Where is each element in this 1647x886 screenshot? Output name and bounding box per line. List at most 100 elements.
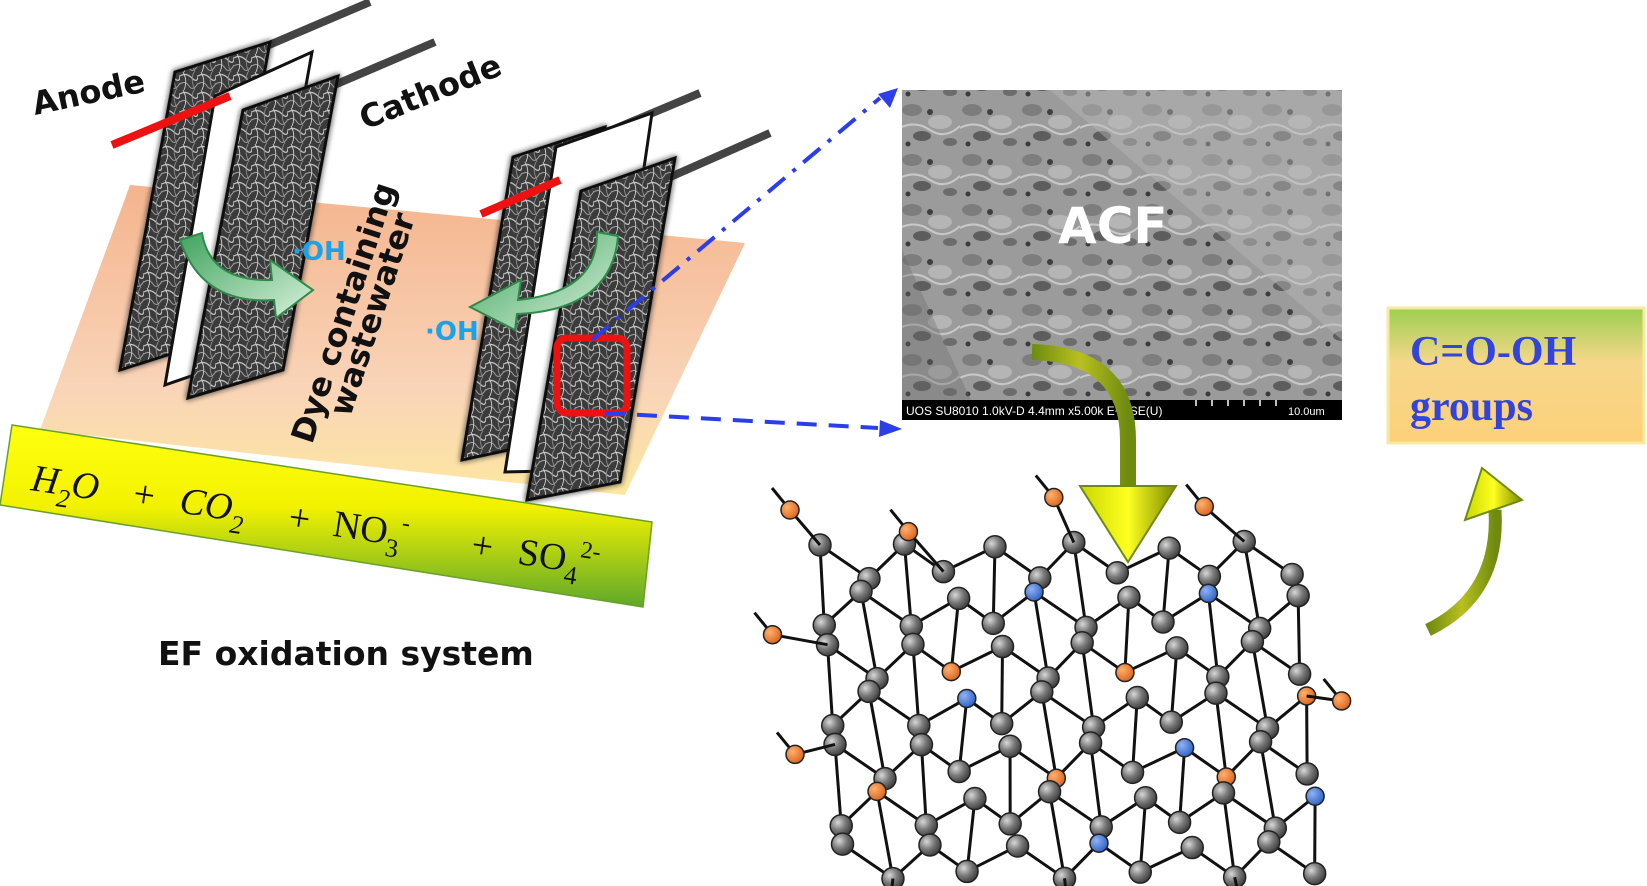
sem-acf-label: ACF xyxy=(1058,197,1168,255)
bond xyxy=(965,798,977,872)
carbon-atom xyxy=(881,866,905,886)
bond xyxy=(949,598,961,672)
bond xyxy=(1296,595,1302,675)
products-band-background xyxy=(0,424,653,608)
oxygen-atom xyxy=(1044,487,1064,508)
bond xyxy=(911,644,921,726)
carbon-atom xyxy=(1157,536,1181,560)
anode-label: Anode xyxy=(29,62,149,123)
oxygen-atom xyxy=(867,781,887,802)
ef-oxidation-system: ·OH ·OH Anode Cathode Dye containing was… xyxy=(0,0,772,608)
h2o-term: H2O xyxy=(26,457,102,518)
carbon-atom xyxy=(1211,781,1236,805)
carbon-atom xyxy=(1030,680,1054,704)
sem-info-text: UOS SU8010 1.0kV-D 4.4mm x5.00k E+BSE(U) xyxy=(906,404,1162,418)
oxygen-atom xyxy=(941,661,962,682)
carbon-atom xyxy=(1037,779,1062,804)
pendant-bond xyxy=(1233,876,1239,886)
bond xyxy=(1169,647,1179,723)
nitrogen-atom xyxy=(1174,737,1195,758)
carbon-atom xyxy=(918,833,942,857)
carbon-atom xyxy=(990,634,1015,659)
anode-wire-left xyxy=(260,0,372,52)
carbon-atom xyxy=(1302,861,1327,886)
nitrogen-atom xyxy=(1305,786,1325,807)
bond xyxy=(1259,741,1277,829)
green-arrow-left xyxy=(178,231,315,320)
bond xyxy=(1214,692,1228,778)
oxygen-atom xyxy=(780,500,800,520)
carbon-atom xyxy=(1159,710,1184,734)
oxygen-atom xyxy=(785,744,805,765)
carbon-atom xyxy=(947,759,971,784)
bond xyxy=(1040,691,1058,779)
carbon-atom xyxy=(989,711,1014,736)
oxygen-atom xyxy=(1115,662,1135,683)
carbon-atom xyxy=(1117,585,1141,610)
carbon-atom xyxy=(981,611,1006,636)
bond xyxy=(1048,791,1067,879)
carbon-atom xyxy=(1248,730,1273,754)
carbon-atom xyxy=(955,859,979,884)
carbon-atom xyxy=(1133,786,1158,810)
anode-wire-red-right xyxy=(479,176,562,218)
bond xyxy=(1072,542,1088,628)
olive-arrow-up xyxy=(1425,509,1502,636)
cathode-label: Cathode xyxy=(354,46,507,137)
carbon-atom xyxy=(1052,866,1077,886)
carbon-atom xyxy=(1222,865,1247,886)
carbon-atom xyxy=(1287,662,1312,686)
bond xyxy=(833,744,843,826)
bond xyxy=(859,591,879,679)
carbon-atom xyxy=(983,535,1007,559)
carbon-atom xyxy=(946,586,971,611)
products-equation: H2O + CO2 + NO3- + SO42- xyxy=(26,457,603,594)
carbon-atom xyxy=(901,632,925,657)
carbon-atom xyxy=(1204,681,1228,705)
nitrogen-atom xyxy=(1198,583,1219,604)
bond xyxy=(1305,695,1309,774)
carbon-atom xyxy=(1167,810,1192,835)
bond xyxy=(1000,646,1005,724)
nitrogen-atom xyxy=(1089,833,1109,853)
bond xyxy=(1161,547,1171,623)
bond xyxy=(1080,642,1096,728)
carbon-atom xyxy=(1257,830,1281,854)
carbon-atom xyxy=(1005,834,1030,858)
co2-term: CO2 xyxy=(176,480,249,540)
carbon-atom xyxy=(1128,860,1152,884)
bond xyxy=(818,544,826,626)
oxygen-atom xyxy=(1331,691,1352,711)
carbon-atom xyxy=(909,732,934,757)
radical-label-right: ·OH xyxy=(425,317,479,347)
products-band: H2O + CO2 + NO3- + SO42- xyxy=(0,424,653,608)
cathode-wire-right xyxy=(666,129,772,182)
carbon-atom xyxy=(1120,760,1145,785)
carbon-atom xyxy=(1165,636,1189,660)
no3-term: NO3- xyxy=(329,500,412,565)
carbon-atom xyxy=(830,832,855,856)
bond xyxy=(957,698,969,772)
sem-fiber-edge xyxy=(902,90,1342,340)
sem-scale-label: 10.0um xyxy=(1288,406,1325,418)
carbon-atom xyxy=(1180,835,1204,860)
carbon-atom xyxy=(1295,762,1319,786)
functional-group-line1: C=O-OH xyxy=(1410,329,1576,375)
carbon-atom xyxy=(1125,685,1150,710)
functional-group-line2: groups xyxy=(1410,384,1533,430)
radical-label-left: ·OH xyxy=(292,237,346,267)
carbon-atom xyxy=(1280,562,1304,587)
olive-arrowhead-up xyxy=(1463,466,1525,522)
carbon-atom xyxy=(812,613,836,637)
nitrogen-atom xyxy=(957,688,977,709)
bond xyxy=(1222,792,1237,878)
bond xyxy=(1032,591,1050,679)
so4-term: SO42- xyxy=(514,528,603,594)
oxygen-atom xyxy=(1194,496,1214,517)
carbon-atom xyxy=(1105,561,1130,585)
sem-shadow xyxy=(902,250,980,420)
carbon-atom xyxy=(907,713,931,738)
carbon-atom xyxy=(998,734,1022,758)
bond xyxy=(1206,593,1220,677)
